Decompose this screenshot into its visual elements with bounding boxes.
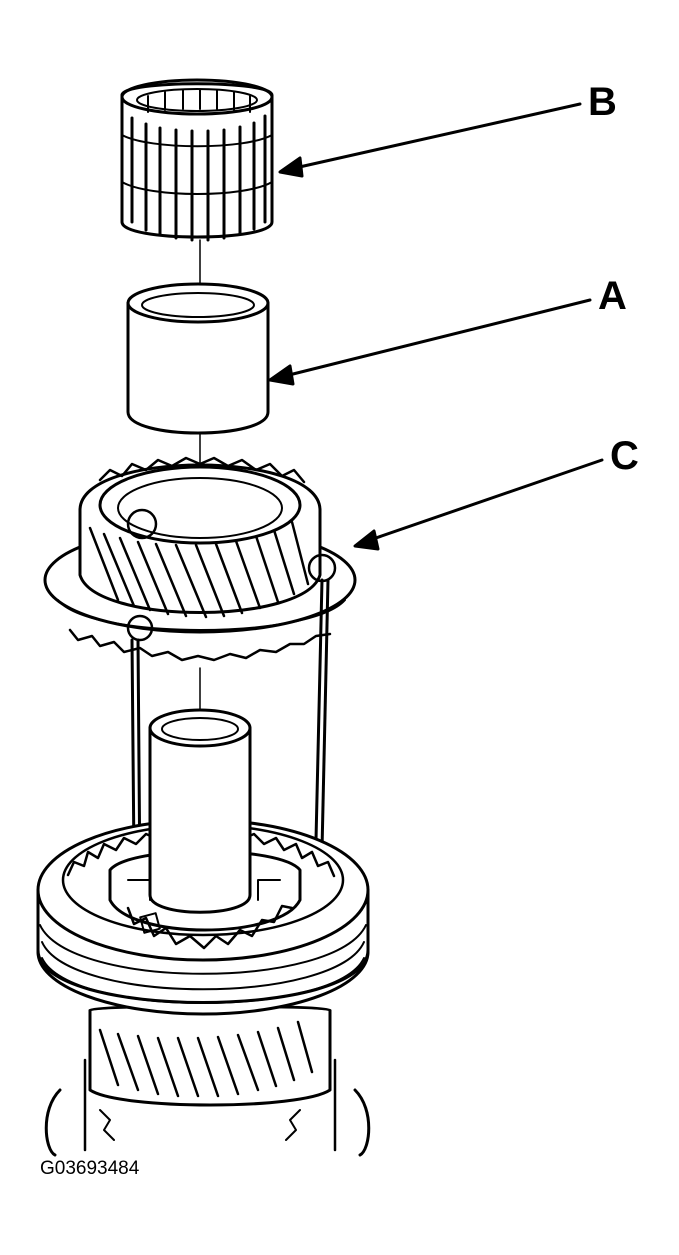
needle-bearing-b bbox=[120, 78, 274, 242]
mainshaft-assembly bbox=[36, 708, 371, 1157]
callout-a-label: A bbox=[598, 274, 627, 318]
callout-b-label: B bbox=[588, 80, 617, 124]
leader-arrow-a bbox=[268, 298, 592, 386]
leader-arrow-b bbox=[278, 102, 582, 178]
collar-a bbox=[126, 282, 270, 435]
gear-c bbox=[43, 456, 357, 892]
figure-id: G03693484 bbox=[40, 1158, 140, 1179]
leader-arrow-c bbox=[353, 458, 604, 551]
callout-c-label: C bbox=[610, 434, 639, 478]
